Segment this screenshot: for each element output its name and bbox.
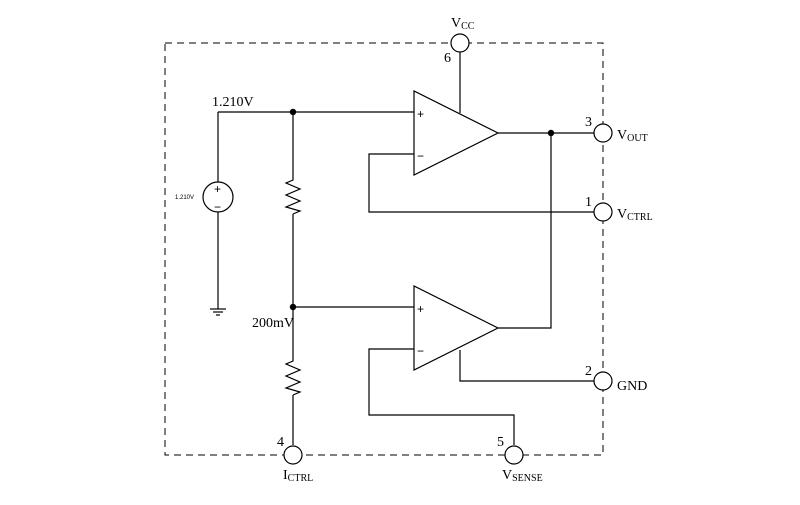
pin-gnd-label: GND [617, 379, 647, 394]
ground-symbol [210, 308, 226, 316]
upper-amp-minus-sign: − [417, 149, 424, 163]
pin-ictrl-label: ICTRL [283, 468, 313, 484]
gnd-wire [459, 350, 594, 382]
pin-vctrl-label: VCTRL [617, 207, 653, 223]
junction-output [547, 129, 555, 137]
lower-amp-plus-sign: + [417, 302, 424, 316]
source-value-label: 1.210V [175, 195, 194, 201]
pin-vout-label: VOUT [617, 128, 648, 144]
upper-amp-plus-sign: + [417, 107, 424, 121]
vsense-wire [368, 348, 515, 445]
pin-ictrl-number: 4 [277, 435, 284, 450]
pin-vout-number: 3 [585, 115, 592, 130]
pin-vctrl [593, 202, 613, 222]
junction-reference [289, 108, 297, 116]
lower-op-amp: + − [413, 285, 500, 371]
source-minus-sign: − [214, 200, 221, 214]
junction-tap [289, 303, 297, 311]
voltage-source: + − [202, 181, 234, 214]
upper-feedback-wire [368, 153, 594, 213]
wires [217, 52, 594, 445]
pin-vout [593, 123, 613, 143]
pin-vcc-number: 6 [444, 51, 451, 66]
pin-gnd-number: 2 [585, 364, 592, 379]
lower-amp-minus-sign: − [417, 344, 424, 358]
package-boundary [164, 42, 604, 456]
upper-op-amp: + − [413, 90, 500, 176]
pin-vsense-number: 5 [497, 435, 504, 450]
pin-vsense-label: VSENSE [502, 468, 543, 484]
source-plus-sign: + [214, 182, 221, 196]
pin-vsense [504, 445, 524, 465]
pin-vcc [450, 33, 470, 53]
reference-voltage-label: 1.210V [212, 95, 254, 110]
pin-vctrl-number: 1 [585, 195, 592, 210]
pin-gnd [593, 371, 613, 391]
divider-tap-label: 200mV [252, 316, 294, 331]
pin-vcc-label: VCC [451, 16, 475, 32]
lower-output-wire [498, 133, 552, 329]
pin-ictrl [283, 445, 303, 465]
lower-resistor [284, 357, 302, 396]
upper-resistor [284, 176, 302, 215]
